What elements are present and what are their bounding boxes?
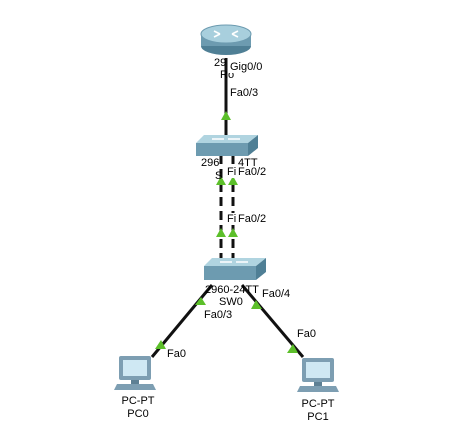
switch-top-model-label: 296	[201, 157, 220, 169]
link-up-indicator	[216, 228, 226, 237]
switch-icon[interactable]	[204, 258, 266, 280]
switch-icon[interactable]	[196, 135, 258, 156]
port-label-router-gig: Gig0/0	[229, 61, 264, 73]
pc0-model-label: PC-PT	[121, 395, 155, 407]
link-up-indicator	[228, 176, 238, 185]
pc1-name-label: PC1	[307, 411, 329, 423]
pc0-name-label: PC0	[127, 408, 149, 420]
port-label-switch-top-down-b: Fa0/2	[237, 166, 268, 178]
link-up-indicator	[216, 176, 226, 185]
pc-icon[interactable]	[114, 356, 156, 390]
router-model-label: 29	[214, 57, 227, 69]
port-label-sw0-right: Fa0/4	[261, 288, 292, 300]
link-status-indicators	[155, 111, 298, 353]
port-label-sw0-left: Fa0/3	[203, 309, 234, 321]
link-up-indicator	[228, 228, 238, 237]
switch-top-name-label: S	[215, 170, 223, 182]
sw0-model-label: 2960-24TT	[205, 284, 259, 296]
link-up-indicator	[251, 300, 262, 309]
pc1-model-label: PC-PT	[301, 398, 335, 410]
link-up-indicator	[155, 340, 166, 349]
port-label-sw0-up-b: Fa0/2	[237, 213, 268, 225]
link-up-indicator	[287, 344, 298, 353]
link-up-indicator	[195, 297, 206, 305]
port-label-switch-top-up: Fa0/3	[230, 87, 259, 99]
sw0-name-label: SW0	[219, 296, 243, 308]
pc-icon[interactable]	[297, 358, 339, 392]
link-up-indicator	[221, 111, 231, 120]
port-label-pc0: Fa0	[167, 348, 186, 360]
router-icon[interactable]	[200, 24, 252, 55]
port-label-switch-top-down-a: Fi	[226, 166, 238, 178]
port-label-sw0-up-a: Fi	[226, 213, 238, 225]
port-label-pc1: Fa0	[297, 328, 316, 340]
